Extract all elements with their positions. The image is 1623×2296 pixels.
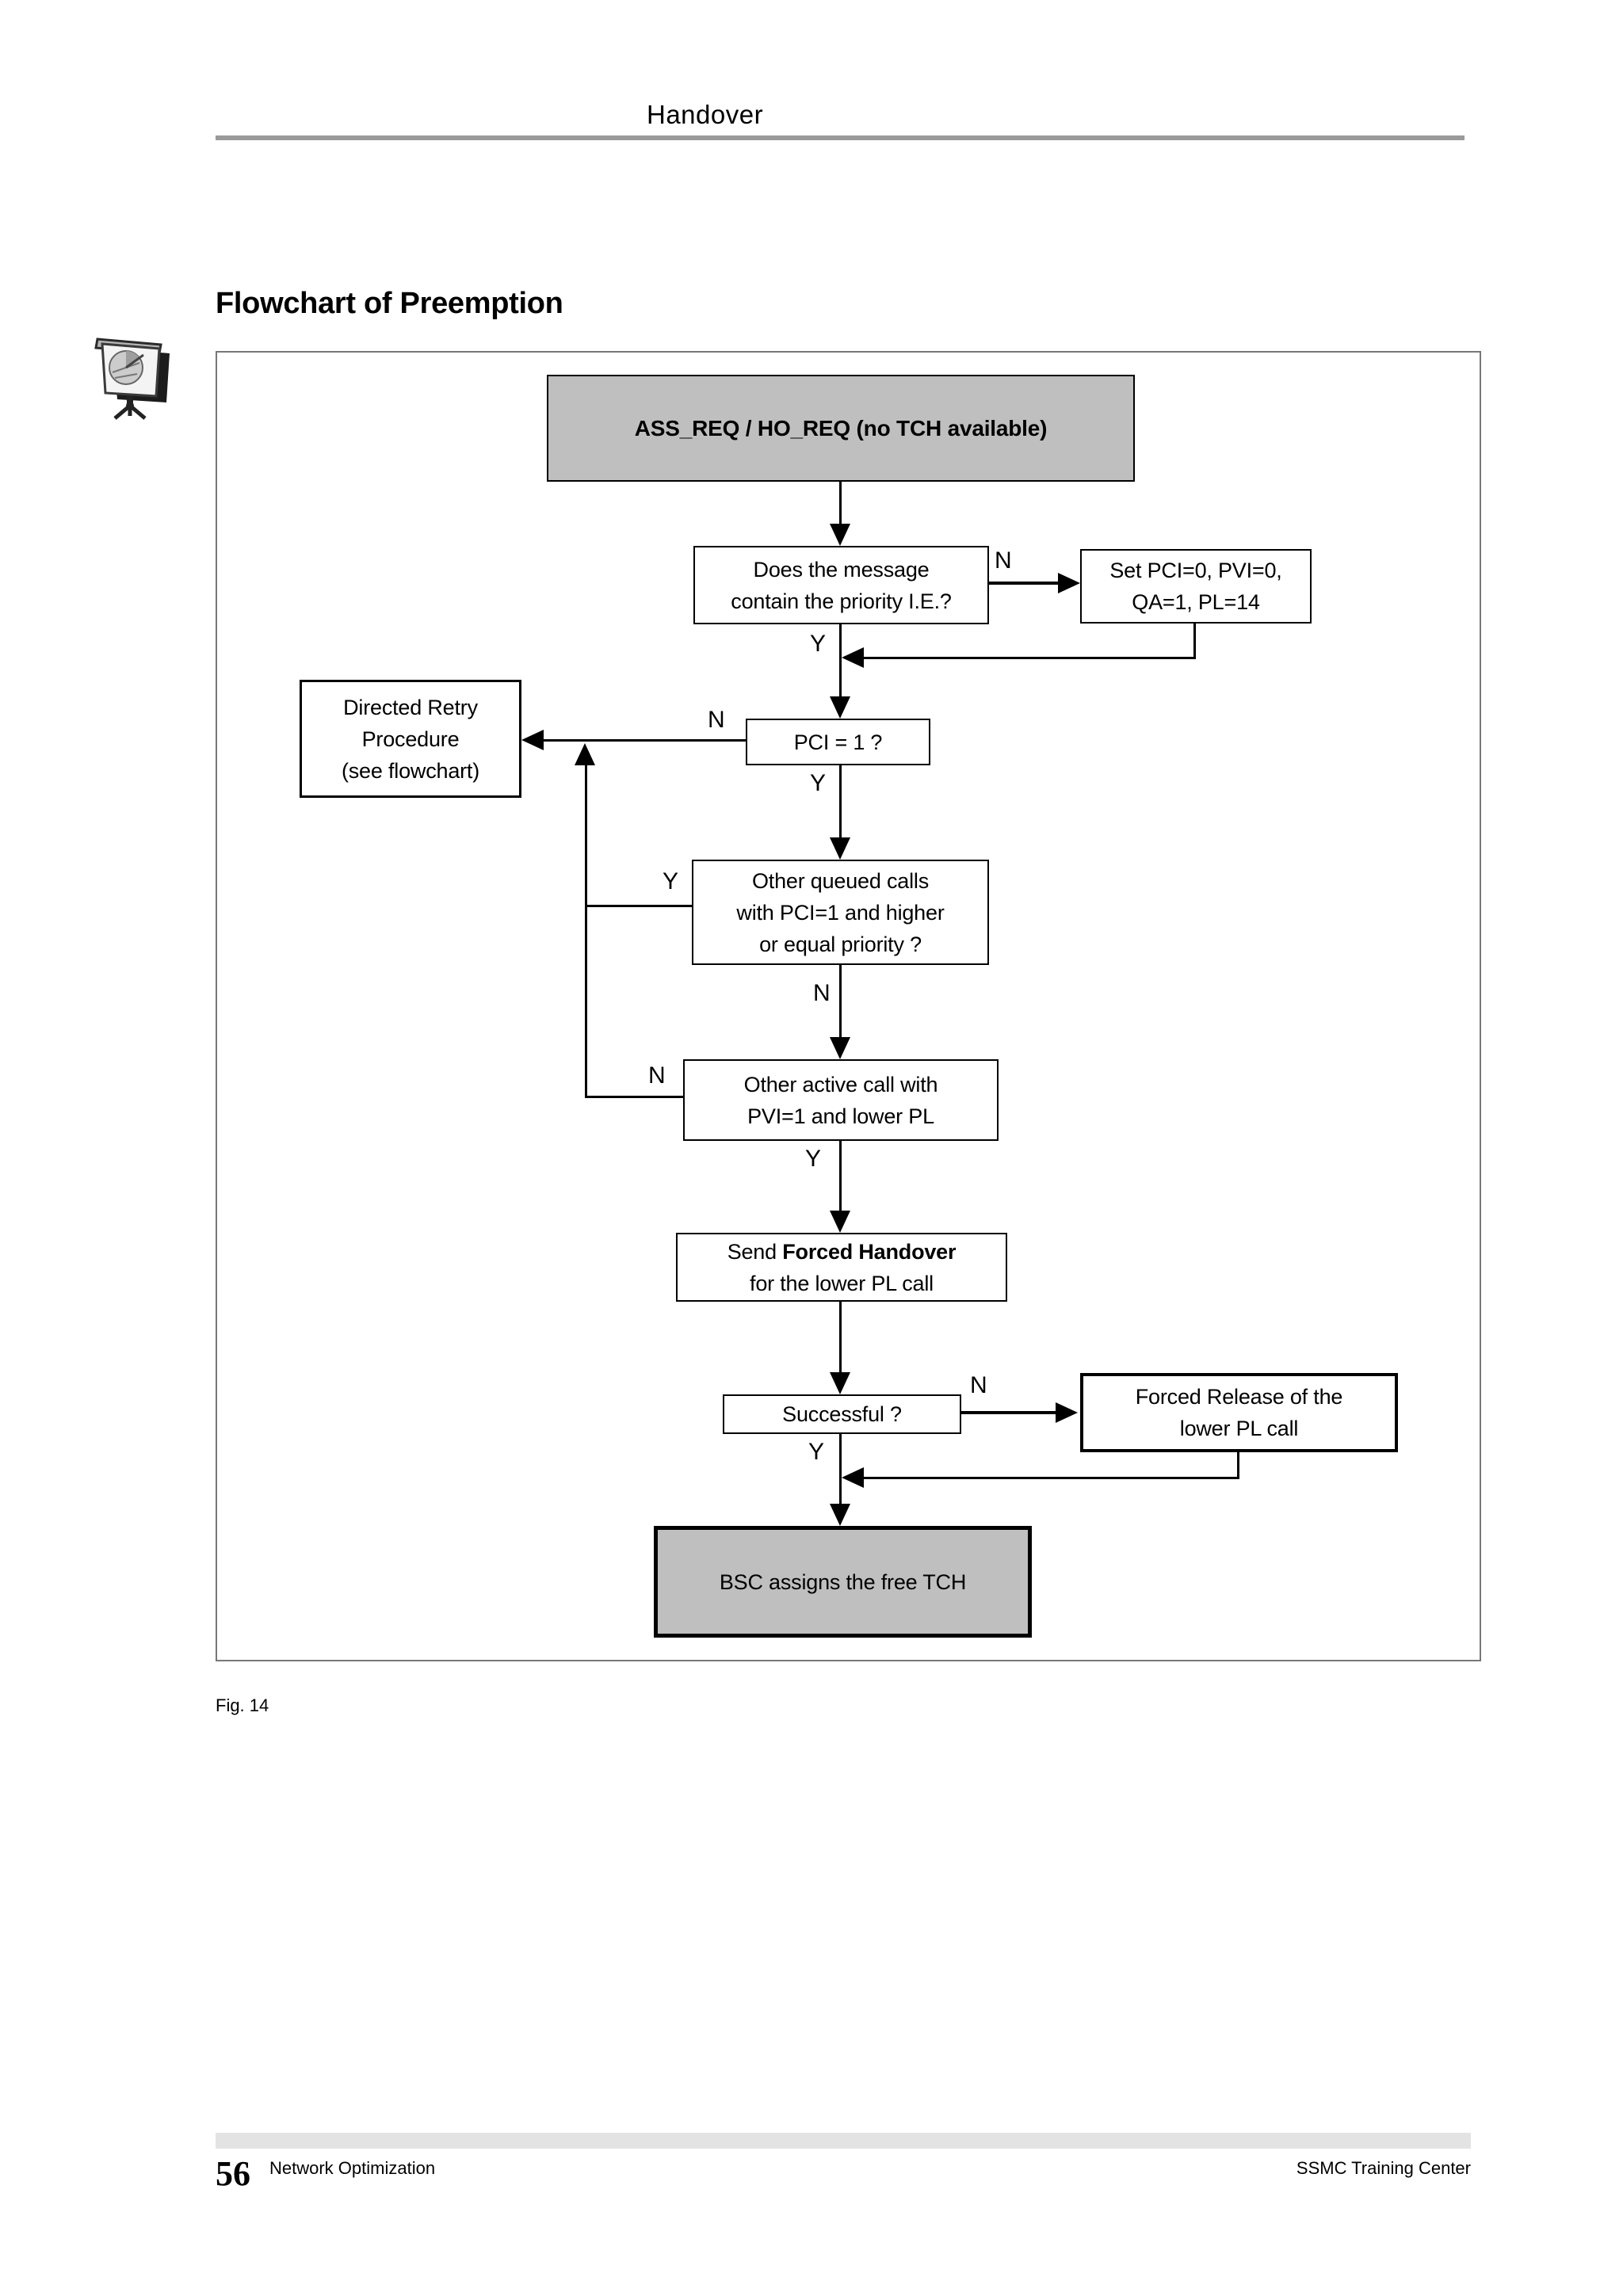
connector-active-to-send xyxy=(839,1141,842,1212)
flow-node-priority-check: Does the message contain the priority I.… xyxy=(693,546,989,624)
branch-label-yes: Y xyxy=(808,1439,825,1465)
connector-successful-no-branch xyxy=(961,1411,1059,1414)
flow-node-successful-check: Successful ? xyxy=(723,1394,961,1434)
branch-label-yes: Y xyxy=(810,631,827,657)
connector-priority-no-branch xyxy=(989,582,1062,585)
forced-handover-line2: for the lower PL call xyxy=(750,1271,934,1295)
queued-check-line3: or equal priority ? xyxy=(759,932,922,956)
connector-pci-to-queued xyxy=(839,765,842,839)
priority-check-line2: contain the priority I.E.? xyxy=(731,589,952,613)
assign-tch-label: BSC assigns the free TCH xyxy=(719,1569,967,1594)
connector-successful-to-bsc xyxy=(839,1434,842,1505)
set-defaults-line2: QA=1, PL=14 xyxy=(1132,590,1260,614)
directed-retry-line3: (see flowchart) xyxy=(341,758,480,783)
arrowhead-down-icon xyxy=(830,1037,850,1059)
forced-release-line1: Forced Release of the xyxy=(1135,1385,1343,1409)
figure-caption: Fig. 14 xyxy=(216,1695,269,1715)
arrowhead-left-icon xyxy=(521,730,544,750)
arrowhead-down-icon xyxy=(830,1372,850,1394)
arrowhead-left-icon xyxy=(842,647,864,668)
directed-retry-line2: Procedure xyxy=(361,727,460,751)
branch-label-yes: Y xyxy=(810,770,827,796)
queued-check-line2: with PCI=1 and higher xyxy=(736,900,945,925)
connector-start-to-priority xyxy=(839,482,842,526)
arrowhead-right-icon xyxy=(1058,573,1080,593)
forced-release-line2: lower PL call xyxy=(1179,1417,1299,1440)
arrowhead-down-icon xyxy=(830,524,850,546)
connector-send-to-successful xyxy=(839,1302,842,1374)
arrowhead-down-icon xyxy=(830,1504,850,1526)
page-header-title: Handover xyxy=(647,100,764,129)
connector-pci-no-branch xyxy=(540,739,746,742)
branch-label-no: N xyxy=(970,1372,987,1398)
header-rule xyxy=(216,135,1465,140)
connector-release-feedback-horizontal xyxy=(862,1477,1239,1479)
footer-course-name: Network Optimization xyxy=(269,2158,436,2178)
successful-check-label: Successful ? xyxy=(782,1402,902,1426)
connector-queued-yes-branch xyxy=(585,905,692,907)
footer-rule-bar xyxy=(216,2133,1471,2149)
arrowhead-up-icon xyxy=(575,743,595,765)
directed-retry-line1: Directed Retry xyxy=(343,695,478,719)
branch-label-yes: Y xyxy=(805,1146,822,1172)
flow-node-active-check: Other active call with PVI=1 and lower P… xyxy=(683,1059,999,1141)
connector-priority-to-pci xyxy=(839,624,842,698)
set-defaults-line1: Set PCI=0, PVI=0, xyxy=(1109,559,1282,582)
connector-queued-to-active xyxy=(839,965,842,1039)
arrowhead-left-icon xyxy=(842,1467,864,1488)
forced-handover-prefix: Send xyxy=(727,1239,783,1264)
flow-node-start: ASS_REQ / HO_REQ (no TCH available) xyxy=(547,375,1135,482)
active-check-line1: Other active call with xyxy=(743,1072,938,1097)
priority-check-line1: Does the message xyxy=(753,557,930,582)
connector-set-feedback-horizontal xyxy=(862,657,1196,659)
section-title: Flowchart of Preemption xyxy=(216,287,563,320)
pci-check-label: PCI = 1 ? xyxy=(793,730,883,754)
forced-handover-line1: Send Forced Handover xyxy=(727,1236,957,1268)
flow-node-queued-check: Other queued calls with PCI=1 and higher… xyxy=(692,860,989,965)
arrowhead-down-icon xyxy=(830,696,850,719)
flow-node-start-label: ASS_REQ / HO_REQ (no TCH available) xyxy=(634,415,1048,441)
flow-node-set-defaults: Set PCI=0, PVI=0, QA=1, PL=14 xyxy=(1080,549,1312,624)
footer-organization: SSMC Training Center xyxy=(1296,2158,1471,2178)
arrowhead-right-icon xyxy=(1056,1402,1078,1423)
connector-active-no-branch xyxy=(585,1096,683,1098)
active-check-line2: PVI=1 and lower PL xyxy=(747,1104,934,1128)
flow-node-forced-handover: Send Forced Handover for the lower PL ca… xyxy=(676,1233,1007,1302)
flow-node-assign-tch: BSC assigns the free TCH xyxy=(654,1526,1032,1638)
queued-check-line1: Other queued calls xyxy=(751,868,930,893)
branch-label-no: N xyxy=(813,980,831,1006)
presentation-screen-icon xyxy=(91,333,174,421)
page-number: 56 xyxy=(216,2154,250,2193)
flow-node-directed-retry: Directed Retry Procedure (see flowchart) xyxy=(300,680,521,798)
branch-label-no: N xyxy=(708,707,725,733)
branch-label-no: N xyxy=(995,547,1012,574)
flow-node-pci-check: PCI = 1 ? xyxy=(746,719,930,765)
forced-handover-emphasis: Forced Handover xyxy=(782,1239,957,1264)
branch-label-yes: Y xyxy=(663,868,679,894)
arrowhead-down-icon xyxy=(830,1211,850,1233)
connector-set-feedback-vertical xyxy=(1193,624,1196,658)
arrowhead-down-icon xyxy=(830,837,850,860)
connector-left-feedback-vertical xyxy=(585,764,587,1098)
connector-release-feedback-vertical xyxy=(1237,1452,1239,1479)
branch-label-no: N xyxy=(648,1062,666,1089)
flow-node-forced-release: Forced Release of the lower PL call xyxy=(1080,1373,1398,1452)
